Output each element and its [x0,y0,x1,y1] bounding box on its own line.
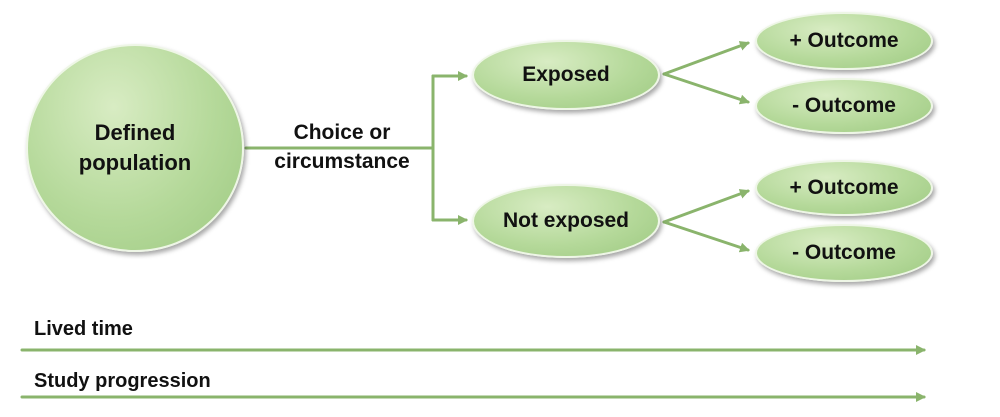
exposed-node: Exposed [472,40,660,110]
not-exposed-node: Not exposed [472,184,660,258]
study-progression-label: Study progression [34,370,211,392]
edge-label-choice: Choice or circumstance [274,121,410,173]
lived-time-label: Lived time [34,318,133,340]
arrow-exposed-neg [662,72,750,105]
exposed-label: Exposed [522,63,610,86]
population-node: Defined population [26,44,244,252]
arrow-exposed-pos [662,41,750,76]
exposed-neg-outcome-label: - Outcome [792,94,896,117]
exposed-pos-outcome-label: + Outcome [789,29,899,52]
population-label: Defined population [78,120,192,175]
not-exposed-neg-outcome-node: - Outcome [755,224,933,282]
arrow-not-exposed-neg [662,220,750,253]
not-exposed-pos-outcome-node: + Outcome [755,160,933,216]
not-exposed-label: Not exposed [502,209,630,232]
not-exposed-pos-outcome-label: + Outcome [789,176,899,199]
exposed-pos-outcome-node: + Outcome [755,12,933,70]
not-exposed-neg-outcome-label: - Outcome [792,241,896,264]
arrow-not-exposed-pos [662,189,750,224]
exposed-neg-outcome-node: - Outcome [755,78,933,134]
